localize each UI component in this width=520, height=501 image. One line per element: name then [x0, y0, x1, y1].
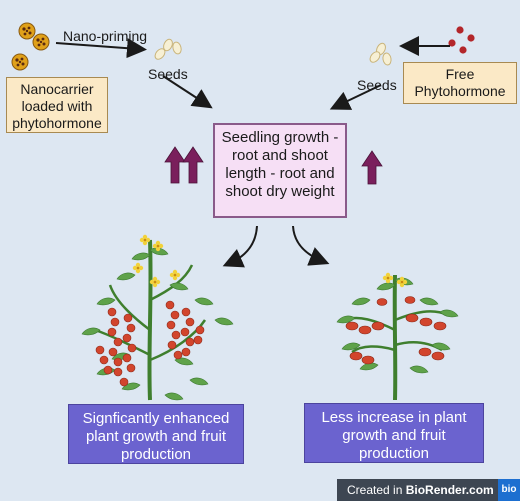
biorender-logo-icon: bio [498, 479, 520, 501]
phytohormone-particle-icon [448, 26, 475, 54]
result-box-enhanced: Signficantly enhanced plant growth and f… [68, 404, 244, 464]
result-box-less: Less increase in plant growth and fruit … [304, 403, 484, 463]
nanoparticle-icon [11, 22, 50, 71]
seeds-label-right: Seeds [357, 77, 397, 93]
seed-icon [152, 37, 183, 62]
tomato-plant-icon [81, 234, 234, 401]
flow-arrows [55, 36, 450, 268]
free-phytohormone-box: Free Phytohormone [403, 62, 517, 104]
nanocarrier-box: Nanocarrier loaded with phytohormone [6, 77, 108, 133]
up-arrow-icon [164, 146, 383, 185]
badge-brand: BioRender.com [405, 483, 494, 497]
badge-prefix: Created in [347, 483, 406, 497]
biorender-badge: Created in BioRender.com bio [337, 479, 520, 501]
seedling-growth-box: Seedling growth - root and shoot length … [213, 123, 347, 218]
tomato-plant-icon [336, 272, 459, 401]
seed-icon [367, 41, 393, 67]
nano-priming-label: Nano-priming [63, 28, 148, 44]
biorender-text: Created in BioRender.com [347, 479, 494, 501]
seeds-label-left: Seeds [148, 66, 188, 82]
